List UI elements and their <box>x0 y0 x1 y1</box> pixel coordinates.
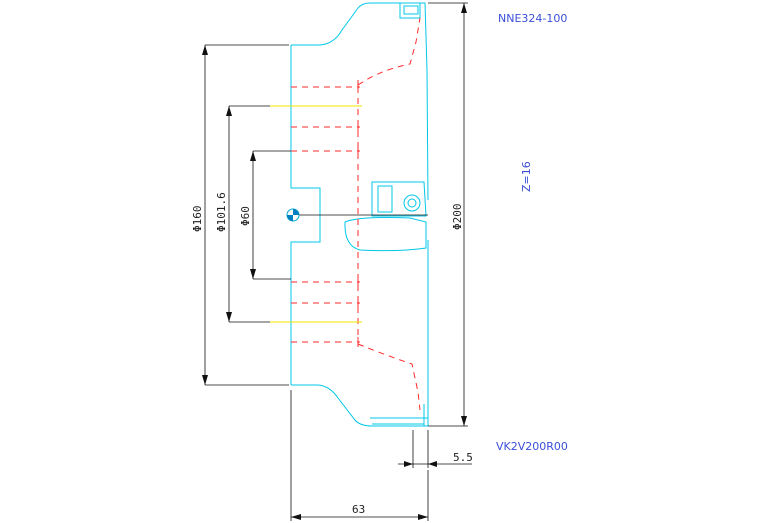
part-code-label: NNE324-100 <box>498 12 567 25</box>
dimension-d160: Φ160 <box>191 44 289 386</box>
order-code-label: VK2V200R00 <box>496 440 568 453</box>
dim-depth-label: 5.5 <box>453 451 473 464</box>
dim-d200-label: Φ200 <box>451 204 464 231</box>
dimension-d101-6: Φ101.6 <box>215 105 270 323</box>
dimension-d60: Φ60 <box>239 150 291 280</box>
cutter-outline <box>290 2 429 427</box>
dim-length-label: 63 <box>352 503 365 516</box>
dim-d60-label: Φ60 <box>239 206 252 226</box>
hidden-lines <box>291 17 421 411</box>
dimension-d200: Φ200 <box>428 2 468 427</box>
dim-d160-label: Φ160 <box>191 206 204 233</box>
teeth-count-label: Z=16 <box>520 161 533 192</box>
dimension-length: 63 <box>290 390 429 521</box>
dimension-depth: 5.5 <box>398 430 473 468</box>
dim-d101-6-label: Φ101.6 <box>215 192 228 232</box>
main-axis <box>286 208 428 222</box>
centerlines <box>270 105 362 323</box>
